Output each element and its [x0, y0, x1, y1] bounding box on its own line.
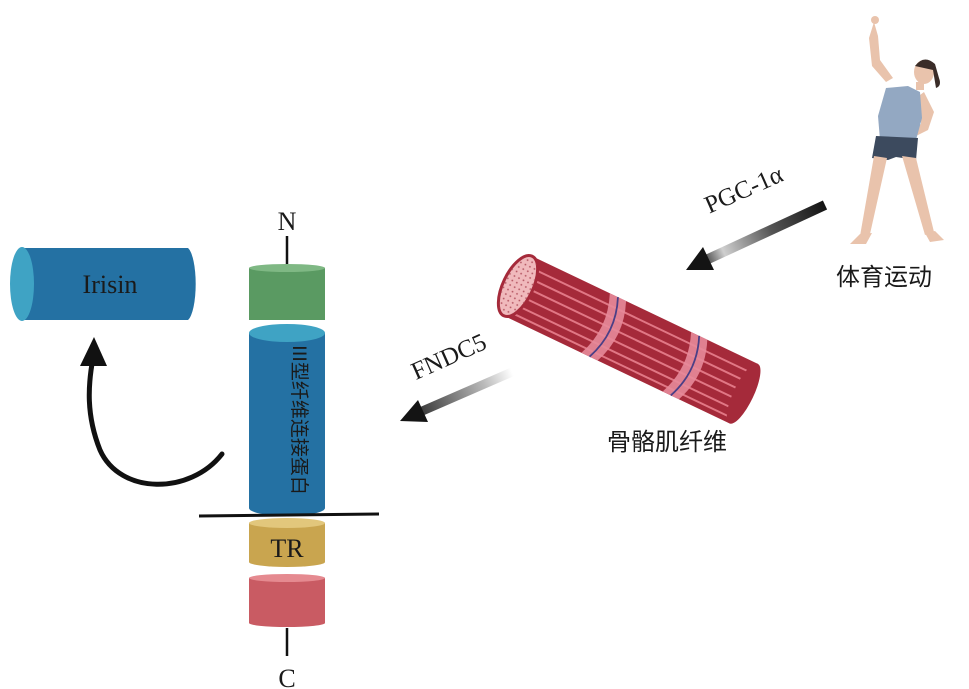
exercise-person-figure	[850, 16, 944, 244]
c-terminus-label: C	[278, 664, 295, 689]
muscle-fiber	[496, 254, 761, 424]
exercise-label: 体育运动	[836, 263, 932, 291]
fndc5-arrow: FNDC5	[400, 329, 514, 422]
fndc5-protein: N III型纤维连接蛋白 TR C	[198, 207, 380, 689]
fndc5-label: FNDC5	[407, 329, 490, 386]
fn3-domain: III型纤维连接蛋白	[249, 324, 325, 516]
cleavage-arrow	[80, 337, 225, 487]
c-domain	[249, 574, 325, 627]
cell-membrane	[198, 512, 380, 518]
muscle-fiber-label: 骨骼肌纤维	[607, 428, 727, 456]
pgc1a-label: PGC-1α	[701, 161, 787, 219]
n-terminus-label: N	[278, 207, 297, 236]
tr-domain: TR	[249, 518, 325, 567]
irisin-label: Irisin	[83, 270, 138, 299]
tr-domain-label: TR	[270, 534, 304, 563]
fn3-domain-label: III型纤维连接蛋白	[288, 345, 310, 495]
n-domain	[249, 264, 325, 320]
irisin-cylinder: Irisin	[10, 247, 196, 321]
pgc1a-arrow: PGC-1α	[686, 161, 828, 270]
